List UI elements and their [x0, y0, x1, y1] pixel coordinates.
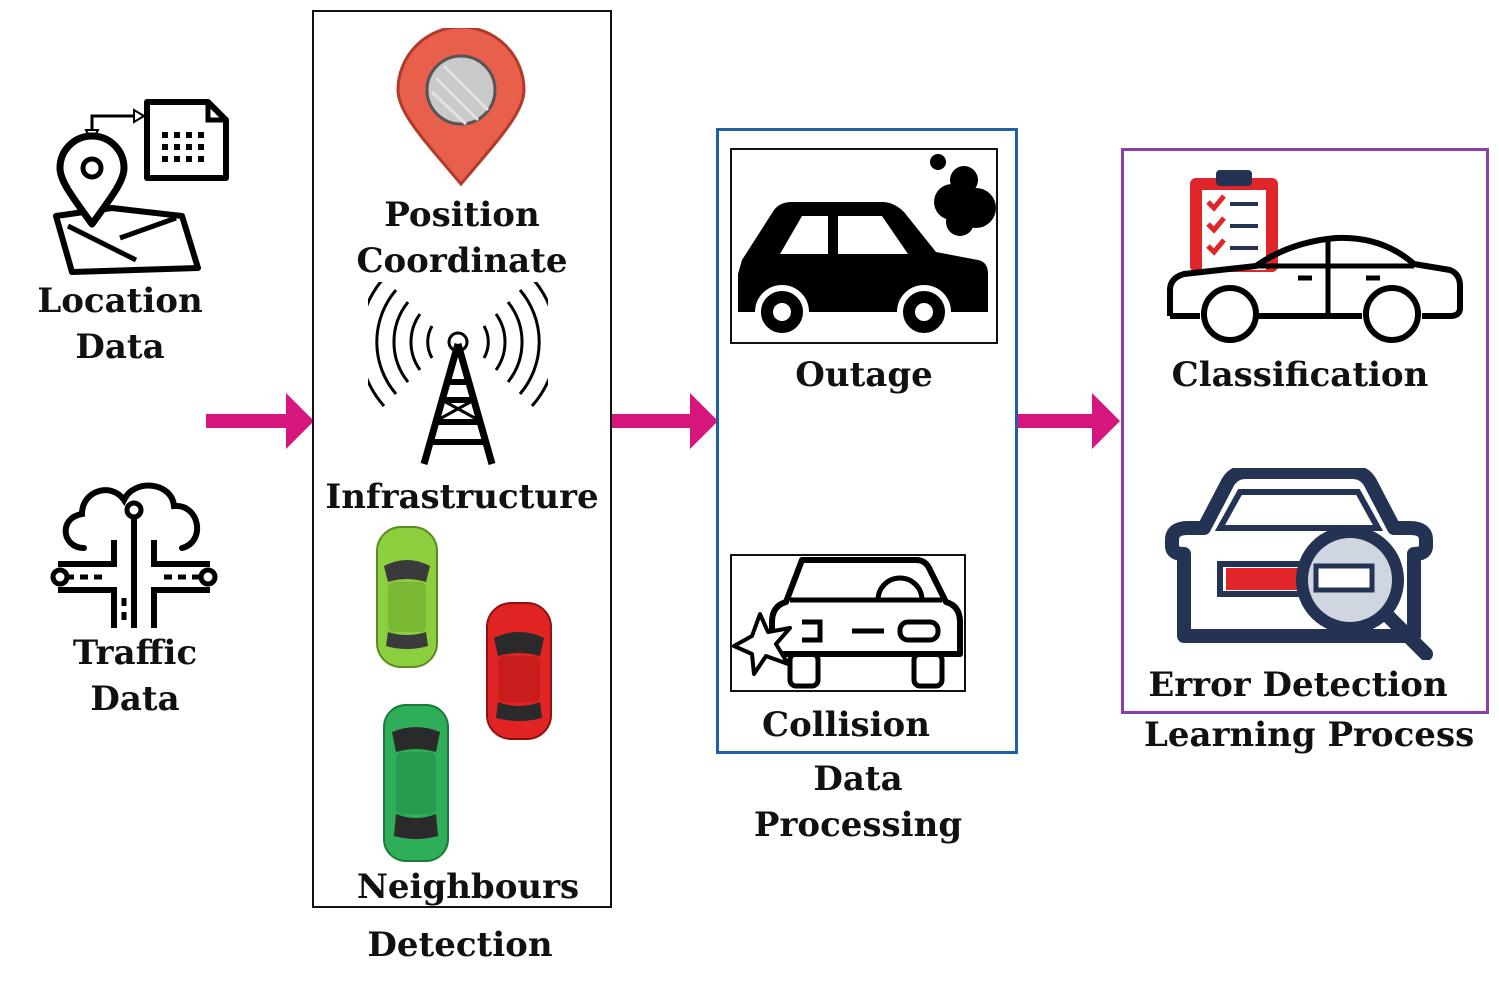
light-green-car-icon [376, 526, 438, 668]
position-label-line1: Position [384, 195, 540, 235]
learning-process-title: Learning Process [1144, 715, 1475, 755]
error-detection-label: Error Detection [1148, 665, 1448, 705]
arrow-right-icon [206, 393, 314, 449]
radio-tower-icon [368, 282, 548, 465]
learning-process-box [1121, 148, 1489, 714]
traffic-data-icon [50, 482, 218, 628]
red-car-icon [486, 602, 552, 740]
location-data-icon [53, 99, 229, 275]
detection-title: Detection [367, 925, 553, 965]
green-car-icon [383, 704, 449, 862]
position-label-line2: Coordinate [356, 241, 568, 281]
outage-frame [730, 148, 998, 344]
data-processing-title-line1: Data [813, 759, 903, 799]
collision-label: Collision [762, 705, 930, 745]
traffic-data-label-line1: Traffic [72, 633, 198, 673]
car-collision-icon [732, 557, 963, 689]
location-data-label-line2: Data [75, 327, 165, 367]
traffic-data-label-line2: Data [90, 679, 180, 719]
neighbours-label: Neighbours [356, 867, 580, 907]
location-data-label-line1: Location [37, 281, 203, 321]
data-processing-title-line2: Processing [753, 805, 963, 845]
arrow-right-icon [1016, 393, 1120, 449]
clipboard-checklist-icon [1190, 170, 1278, 272]
location-pin-icon [396, 28, 526, 187]
arrow-right-icon [612, 393, 718, 449]
infrastructure-label: Infrastructure [325, 477, 599, 517]
collision-frame [730, 554, 966, 692]
car-side-icon [1167, 234, 1463, 343]
outage-label: Outage [795, 355, 933, 395]
data-processing-box [716, 128, 1018, 754]
car-smoke-icon [738, 154, 996, 339]
classification-label: Classification [1171, 355, 1429, 395]
car-error-search-icon [1165, 468, 1433, 660]
detection-box [312, 10, 612, 908]
